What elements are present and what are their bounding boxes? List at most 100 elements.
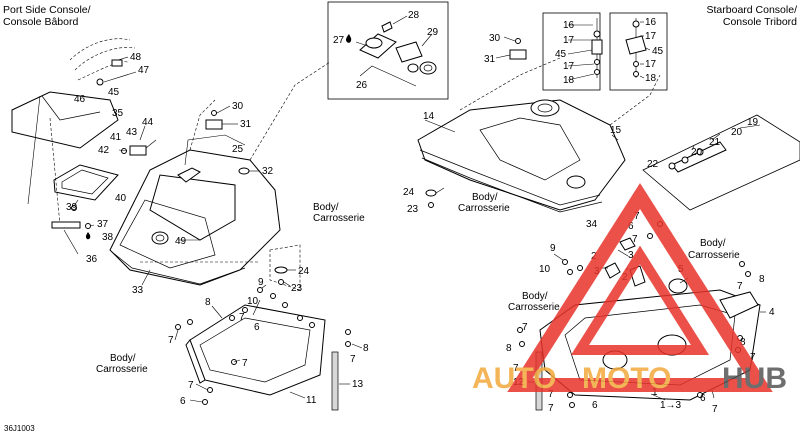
part-6b: 6 bbox=[180, 396, 186, 407]
part-39: 39 bbox=[66, 202, 78, 213]
part-42: 42 bbox=[98, 145, 110, 156]
part-25: 25 bbox=[232, 144, 244, 155]
detail-box-key-switch bbox=[327, 1, 449, 100]
drop-icon bbox=[345, 34, 352, 43]
part-7j: 7 bbox=[522, 322, 528, 333]
part-7m: 7 bbox=[548, 403, 554, 414]
part-20a: 20 bbox=[731, 127, 743, 138]
body-label-2b: Carrosserie bbox=[96, 364, 148, 375]
part-26: 26 bbox=[356, 80, 368, 91]
part-7a: 7 bbox=[239, 312, 245, 323]
watermark-text-moto: MOTO bbox=[582, 362, 671, 395]
part-17d: 17 bbox=[645, 59, 657, 70]
part-7c: 7 bbox=[242, 358, 248, 369]
starboard-console-title-line1: Starboard Console/ bbox=[707, 4, 798, 16]
part-10a: 10 bbox=[247, 296, 259, 307]
watermark-inner-triangle bbox=[570, 245, 710, 355]
part-8d: 8 bbox=[740, 337, 746, 348]
port-console-title-line2: Console Bâbord bbox=[3, 16, 78, 28]
body-label-4a: Body/ bbox=[700, 238, 726, 249]
part-34: 34 bbox=[586, 219, 598, 230]
part-28: 28 bbox=[408, 10, 420, 21]
part-7f: 7 bbox=[634, 211, 640, 222]
part-1: 1 bbox=[652, 387, 658, 398]
part-6d: 6 bbox=[592, 400, 598, 411]
part-16a: 16 bbox=[563, 20, 575, 31]
port-console bbox=[109, 61, 331, 286]
part-15: 15 bbox=[610, 125, 622, 136]
part-13: 13 bbox=[352, 379, 364, 390]
detail-box-bracket-b bbox=[609, 12, 668, 91]
part-11: 11 bbox=[306, 395, 317, 406]
part-6a: 6 bbox=[254, 322, 260, 333]
part-45c: 45 bbox=[108, 87, 120, 98]
port-hardware bbox=[51, 105, 260, 255]
part-17a: 17 bbox=[563, 35, 575, 46]
part-27: 27 bbox=[333, 35, 345, 46]
part-18b: 18 bbox=[645, 73, 657, 84]
part-24b: 24 bbox=[403, 187, 415, 198]
part-23b: 23 bbox=[407, 204, 419, 215]
drawing-code: 36J1003 bbox=[4, 424, 35, 433]
part-45b: 45 bbox=[652, 46, 664, 57]
part-10b: 10 bbox=[539, 264, 551, 275]
part-36: 36 bbox=[86, 254, 98, 265]
part-31a: 31 bbox=[240, 119, 252, 130]
part-8a: 8 bbox=[205, 297, 211, 308]
body-label-4b: Carrosserie bbox=[688, 250, 740, 261]
part-37: 37 bbox=[97, 219, 109, 230]
part-8c: 8 bbox=[759, 274, 765, 285]
part-6c: 6 bbox=[628, 221, 634, 232]
part-32: 32 bbox=[262, 166, 274, 177]
detail-box-bracket-a bbox=[542, 12, 603, 91]
part-48: 48 bbox=[130, 52, 142, 63]
watermark-text-auto: AUTO bbox=[472, 362, 556, 395]
ref-arrow: 1→3 bbox=[660, 400, 682, 411]
part-24a: 24 bbox=[298, 266, 310, 277]
part-23a: 23 bbox=[291, 283, 303, 294]
port-console-title-line1: Port Side Console/ bbox=[3, 4, 91, 16]
part-7d: 7 bbox=[188, 380, 194, 391]
part-45a: 45 bbox=[555, 49, 567, 60]
part-30a: 30 bbox=[232, 101, 244, 112]
starboard-console bbox=[417, 36, 661, 213]
part-7k: 7 bbox=[513, 363, 519, 374]
body-label-5a: Body/ bbox=[522, 291, 548, 302]
body-label-1a: Body/ bbox=[313, 202, 339, 213]
detail-box-fasteners bbox=[642, 114, 800, 211]
part-7i: 7 bbox=[750, 352, 756, 363]
part-29: 29 bbox=[427, 27, 439, 38]
part-14: 14 bbox=[423, 111, 435, 122]
part-4: 4 bbox=[769, 307, 775, 318]
watermark-logo: AUTO MOTO HUB bbox=[472, 182, 787, 395]
part-7l: 7 bbox=[548, 389, 554, 400]
part-7n: 7 bbox=[712, 404, 718, 415]
starboard-console-title-line2: Console Tribord bbox=[723, 16, 797, 28]
part-44: 44 bbox=[142, 117, 154, 128]
part-3a: 3 bbox=[628, 250, 634, 261]
part-35: 35 bbox=[112, 108, 124, 119]
part-43: 43 bbox=[126, 127, 138, 138]
port-lower-group bbox=[174, 244, 363, 411]
part-38: 38 bbox=[102, 232, 114, 243]
part-8b: 8 bbox=[363, 343, 369, 354]
body-label-5b: Carrosserie bbox=[508, 302, 560, 313]
body-label-2a: Body/ bbox=[110, 353, 136, 364]
part-22: 22 bbox=[647, 159, 659, 170]
part-17b: 17 bbox=[563, 61, 575, 72]
part-40: 40 bbox=[115, 193, 127, 204]
part-41: 41 bbox=[110, 132, 122, 143]
part-7g: 7 bbox=[632, 234, 638, 245]
body-label-3a: Body/ bbox=[472, 192, 498, 203]
part-7b: 7 bbox=[168, 335, 174, 346]
part-18a: 18 bbox=[563, 75, 575, 86]
part-6e: 6 bbox=[700, 393, 706, 404]
part-9a: 9 bbox=[258, 277, 264, 288]
watermark-triangle bbox=[507, 182, 773, 392]
part-49: 49 bbox=[175, 236, 187, 247]
part-31b: 31 bbox=[484, 54, 496, 65]
part-33: 33 bbox=[132, 285, 144, 296]
part-46: 46 bbox=[74, 94, 86, 105]
body-label-1b: Carrosserie bbox=[313, 213, 365, 224]
